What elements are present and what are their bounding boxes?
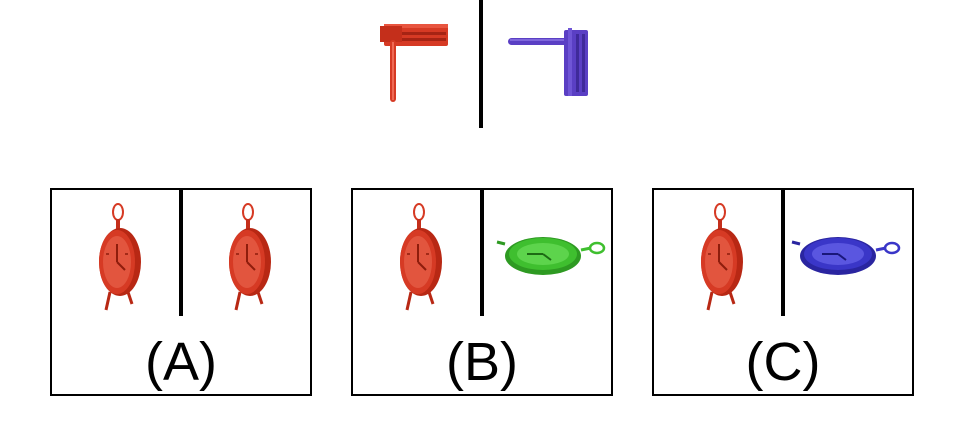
- prompt-pair: [360, 0, 610, 130]
- alarm-clock-icon: [97, 202, 143, 312]
- ratchet-noisemaker-icon: [380, 24, 448, 102]
- alarm-clock-icon: [790, 235, 901, 277]
- option-b[interactable]: (B): [351, 188, 613, 396]
- alarm-clock-icon: [398, 202, 444, 312]
- option-label: (A): [145, 332, 217, 392]
- ratchet-noisemaker-icon: [508, 28, 588, 96]
- option-c[interactable]: (C): [652, 188, 914, 396]
- alarm-clock-icon: [495, 235, 606, 277]
- alarm-clock-icon: [227, 202, 273, 312]
- option-a[interactable]: (A): [50, 188, 312, 396]
- option-label: (C): [745, 332, 821, 392]
- option-a-divider: [179, 190, 183, 316]
- option-label: (B): [446, 332, 518, 392]
- prompt-divider: [479, 0, 483, 128]
- option-c-divider: [781, 190, 785, 316]
- alarm-clock-icon: [699, 202, 745, 312]
- option-b-divider: [480, 190, 484, 316]
